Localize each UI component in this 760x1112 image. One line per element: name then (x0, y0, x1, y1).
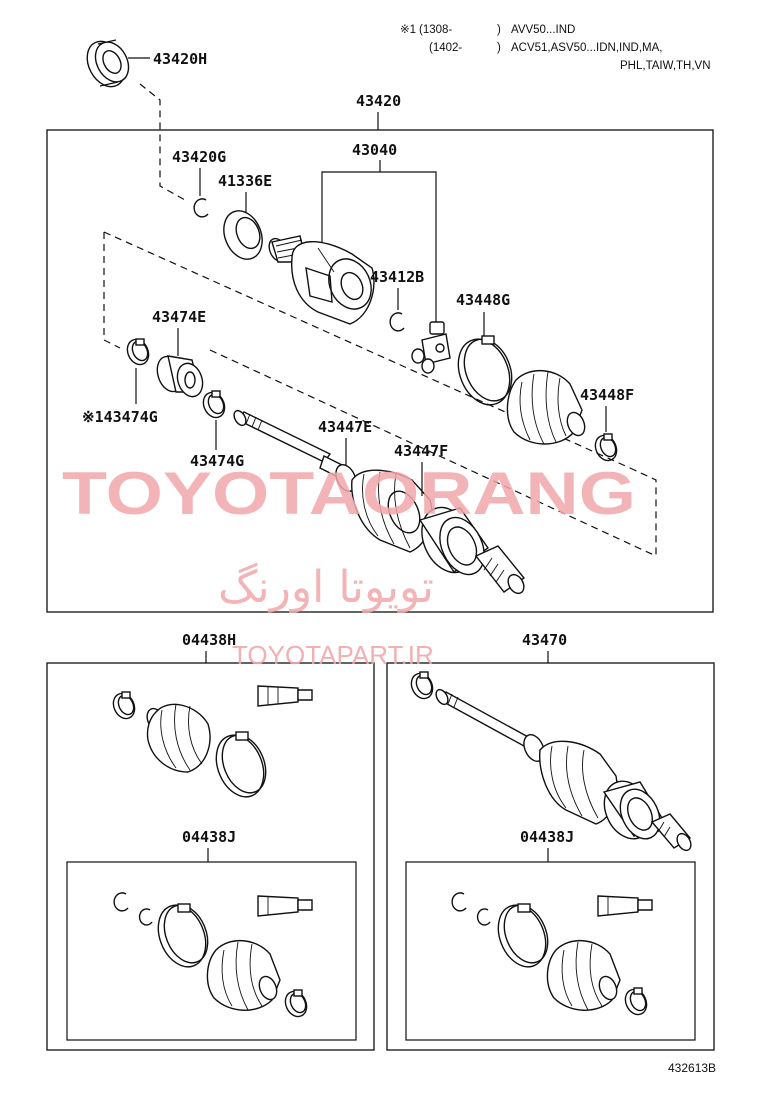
inboard-boot[interactable] (506, 369, 587, 445)
subassembly-outline (103, 232, 121, 349)
label-43447E: 43447E (318, 418, 372, 436)
boot-clamp-43448G[interactable] (449, 331, 520, 412)
label-43474G: 43474G (190, 452, 244, 470)
note-line2-close: ) (497, 42, 501, 54)
label-43474E: 43474E (152, 308, 206, 326)
illustration-code: 432613B (668, 1061, 716, 1075)
kit-frame-43470 (386, 662, 715, 1051)
label-04438J-left: 04438J (182, 828, 236, 846)
label-43420G: 43420G (172, 148, 226, 166)
applicability-notes: ※1 (1308- ) AVV50...IND (1402- ) ACV51,A… (400, 24, 711, 72)
label-41336E: 41336E (218, 172, 272, 190)
drive-shaft-main[interactable] (232, 409, 527, 597)
label-43448F: 43448F (580, 386, 634, 404)
note-line2-date: (1402- (429, 42, 462, 54)
label-43040: 43040 (352, 141, 397, 159)
bearing-43420H[interactable] (80, 35, 135, 93)
kit-frame-04438J-left (66, 861, 357, 1041)
watermark-farsi: تویوتا اورنگ (218, 562, 434, 613)
note-mark: ※1 (400, 24, 416, 36)
boot-clamp-43448F[interactable] (591, 432, 620, 464)
label-43474G-marked: ※143474G (82, 408, 158, 426)
label-04438J-right: 04438J (520, 828, 574, 846)
tulip-joint-43040[interactable] (266, 235, 379, 325)
kit-04438J-right-contents[interactable] (451, 892, 653, 1018)
kit-04438J-left-contents[interactable] (113, 892, 313, 1020)
note-line2-models: ACV51,ASV50...IDN,IND,MA, (511, 42, 662, 54)
label-43470: 43470 (522, 631, 567, 649)
snap-ring-43420G[interactable] (193, 198, 209, 218)
note-line1-models: AVV50...IND (511, 24, 575, 36)
oil-seal-41336E[interactable] (217, 205, 269, 265)
label-43420H: 43420H (153, 50, 207, 68)
note-line1-close: ) (497, 24, 501, 36)
clamp-43474G[interactable] (199, 389, 228, 421)
watermark-brand: TOYOTAORANG (62, 460, 636, 527)
label-04438H: 04438H (182, 631, 236, 649)
assembly-frame-43420 (46, 129, 714, 613)
note-line1-date: (1308- (419, 24, 452, 36)
watermark-url: TOYOTAPART.IR (232, 640, 434, 670)
kit-frame-04438H (46, 662, 375, 1051)
damper-43474E[interactable] (153, 353, 207, 400)
drive-shaft-43470[interactable] (407, 670, 693, 853)
clamp-43474G-marked[interactable] (123, 336, 152, 368)
label-43448G: 43448G (456, 291, 510, 309)
circlip-43412B[interactable] (389, 312, 405, 332)
tripod-spider[interactable] (411, 321, 451, 374)
label-43420: 43420 (356, 92, 401, 110)
label-43412B: 43412B (370, 268, 424, 286)
kit-04438H-contents[interactable] (109, 685, 313, 804)
note-line3-models: PHL,TAIW,TH,VN (620, 60, 711, 72)
label-43447F: 43447F (394, 442, 448, 460)
kit-frame-04438J-right (405, 861, 696, 1041)
